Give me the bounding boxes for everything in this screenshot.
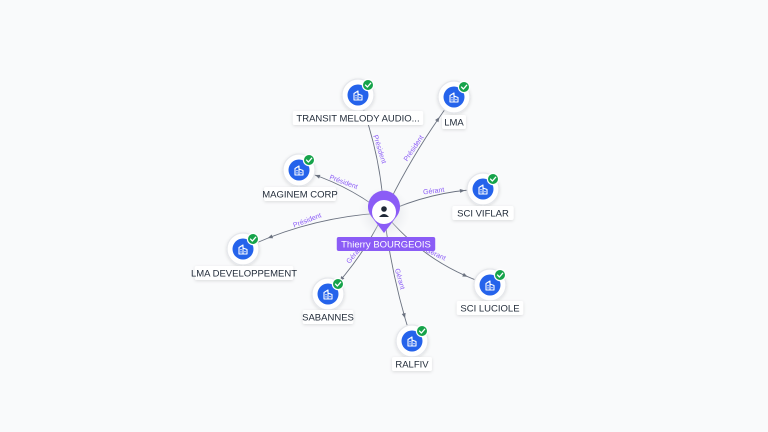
check-icon (361, 78, 375, 92)
company-label: TRANSIT MELODY AUDIO... (296, 113, 419, 124)
edge-role-label: Président (371, 134, 387, 164)
company-node-ralfiv[interactable]: RALFIV (392, 324, 432, 371)
edge-arrow-ralfiv (401, 312, 406, 319)
check-icon (486, 172, 500, 186)
edge-role-label: Président (292, 212, 322, 229)
edge-role-label: Gérant (423, 187, 445, 197)
building-icon (323, 289, 333, 300)
check-icon (331, 277, 345, 291)
edge-arrow-sciluciole (462, 272, 468, 277)
company-label: LMA DEVELOPPEMENT (191, 268, 297, 279)
check-icon (302, 153, 316, 167)
company-node-sciviflar[interactable]: SCI VIFLAR (452, 172, 514, 220)
company-label: MAGINEM CORP (262, 189, 337, 200)
person-node[interactable]: Thierry BOURGEOIS (336, 187, 436, 251)
edge-role-label: Président (403, 134, 426, 162)
edge-arrow-maginem (315, 174, 321, 179)
check-icon (246, 232, 260, 246)
edge-arrow-lma (435, 117, 440, 123)
company-node-transit[interactable]: TRANSIT MELODY AUDIO... (292, 78, 424, 125)
company-label: SCI LUCIOLE (460, 303, 519, 314)
check-icon (457, 80, 471, 94)
building-icon (478, 184, 488, 195)
company-label: SABANNES (302, 312, 354, 323)
company-node-maginem[interactable]: MAGINEM CORP (262, 153, 338, 201)
building-icon (353, 90, 363, 101)
check-icon (415, 324, 429, 338)
person-icon (379, 206, 389, 217)
edge-arrow-sciviflar (459, 188, 465, 193)
building-icon (485, 280, 495, 291)
company-label: SCI VIFLAR (457, 208, 509, 219)
company-node-sciluciole[interactable]: SCI LUCIOLE (456, 268, 524, 315)
company-node-lmadev[interactable]: LMA DEVELOPPEMENT (191, 232, 297, 280)
company-node-lma[interactable]: LMA (437, 80, 471, 129)
company-node-sabannes[interactable]: SABANNES (302, 277, 354, 324)
building-icon (449, 92, 459, 103)
company-label: RALFIV (395, 359, 429, 370)
company-label: LMA (444, 117, 464, 128)
check-icon (493, 268, 507, 282)
edge-arrow-lmadev (267, 234, 274, 239)
person-name-label: Thierry BOURGEOIS (341, 239, 431, 250)
building-icon (238, 244, 248, 255)
building-icon (294, 165, 304, 176)
building-icon (407, 336, 417, 347)
